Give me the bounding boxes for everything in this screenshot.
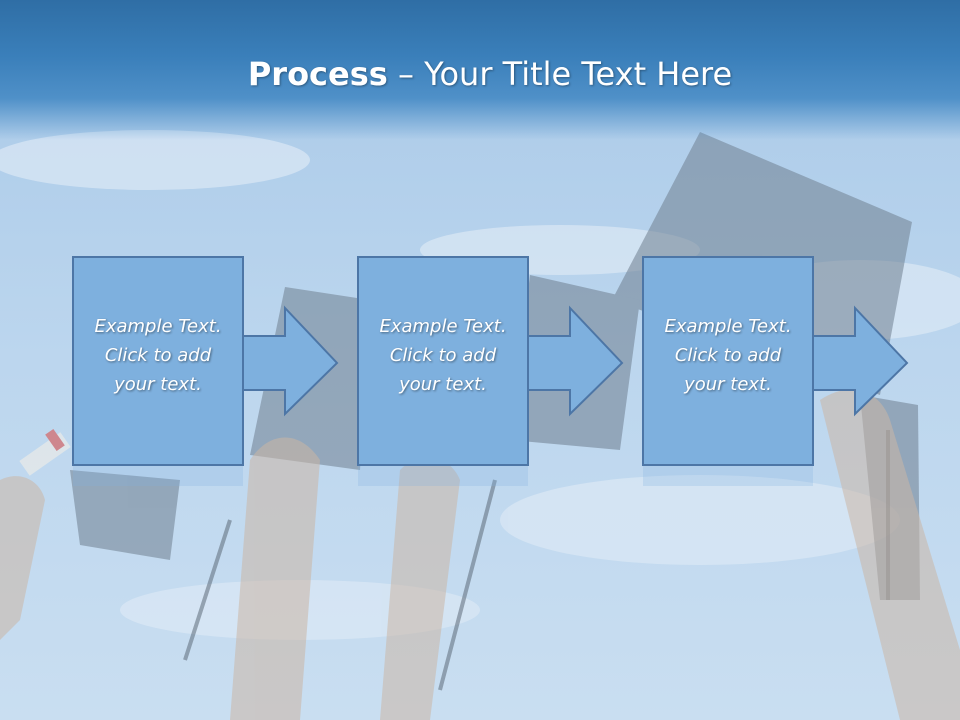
raised-arms bbox=[0, 389, 960, 720]
slide-title[interactable]: Process – Your Title Text Here bbox=[0, 52, 960, 96]
process-step-2[interactable]: Example Text. Click to add your text. bbox=[357, 256, 697, 486]
process-step-3[interactable]: Example Text. Click to add your text. bbox=[642, 256, 960, 486]
step-1-text: Example Text. Click to add your text. bbox=[94, 316, 222, 395]
step-3-shape bbox=[642, 256, 909, 486]
title-bold: Process bbox=[247, 55, 388, 93]
process-step-1[interactable]: Example Text. Click to add your text. bbox=[72, 256, 412, 486]
title-rest: – Your Title Text Here bbox=[387, 55, 733, 93]
title-bar bbox=[0, 0, 960, 140]
step-3-text: Example Text. Click to add your text. bbox=[664, 316, 792, 395]
step-2-text: Example Text. Click to add your text. bbox=[379, 316, 507, 395]
step-1-shape bbox=[72, 256, 339, 486]
diploma bbox=[19, 428, 71, 476]
step-2-shape bbox=[357, 256, 624, 486]
